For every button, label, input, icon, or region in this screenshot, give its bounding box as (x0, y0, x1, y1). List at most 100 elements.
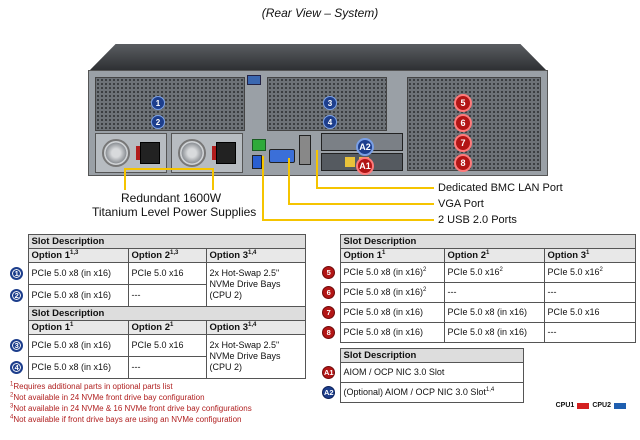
table-row: 6 PCIe 5.0 x8 (in x16)2 --- --- (318, 282, 636, 303)
table1-header-option1: Option 11,3 (27, 248, 129, 263)
usb-callout-vertical (262, 156, 264, 220)
table-row: A1 AIOM / OCP NIC 3.0 Slot (318, 362, 524, 383)
footnote-1: 1Requires additional parts in optional p… (10, 381, 173, 391)
table2-caption: Slot Description (27, 306, 306, 321)
slot-table-aiom: Slot Description A1 AIOM / OCP NIC 3.0 S… (318, 348, 524, 403)
slot-2-icon: 2 (10, 289, 24, 302)
legend-cpu1-swatch (577, 402, 590, 409)
slot-badge-2: 2 (151, 115, 165, 129)
table-row: A2 (Optional) AIOM / OCP NIC 3.0 Slot1,4 (318, 382, 524, 403)
slot-badge-8: 8 (454, 154, 472, 172)
table-row: 1 PCIe 5.0 x8 (in x16) PCIe 5.0 x16 2x H… (6, 262, 306, 307)
slot-table-1-2: Slot Description Option 11,3 Option 21,3… (6, 234, 306, 307)
table1-header-option3: Option 31,4 (205, 248, 306, 263)
psu1-fan-icon (102, 139, 130, 167)
table-row: 8 PCIe 5.0 x8 (in x16) PCIe 5.0 x8 (in x… (318, 322, 636, 343)
slot-badge-3: 3 (323, 96, 337, 110)
table-row: 7 PCIe 5.0 x8 (in x16) PCIe 5.0 x8 (in x… (318, 302, 636, 323)
bmc-lan-port (252, 139, 266, 151)
table3-cell: PCIe 5.0 x8 (in x16)2 (339, 262, 445, 283)
usb-label: 2 USB 2.0 Ports (438, 214, 517, 226)
table3-cell: --- (443, 282, 545, 303)
bmc-callout-horizontal (316, 187, 434, 189)
table3-cell: PCIe 5.0 x162 (543, 262, 636, 283)
slot-8-icon: 8 (322, 326, 336, 339)
table-row: 3 PCIe 5.0 x8 (in x16) PCIe 5.0 x16 2x H… (6, 334, 306, 379)
slot-5-icon: 5 (322, 266, 336, 279)
table1-caption: Slot Description (27, 234, 306, 249)
table2-header-option2: Option 21 (127, 320, 207, 335)
cpu-legend: CPU1 CPU2 (556, 402, 626, 409)
table3-cell: PCIe 5.0 x8 (in x16)2 (339, 282, 445, 303)
table2-cell: --- (127, 356, 207, 379)
service-tag (247, 75, 261, 85)
table2-header-option3: Option 31,4 (205, 320, 306, 335)
slot-badge-6: 6 (454, 114, 472, 132)
psu1-release-latch (136, 146, 140, 160)
footnote-2: 2Not available in 24 NVMe front drive ba… (10, 392, 205, 402)
table3-header-option1: Option 11 (339, 248, 445, 263)
table3-cell: --- (543, 322, 636, 343)
table3-cell: PCIe 5.0 x8 (in x16) (443, 322, 545, 343)
table3-header-option2: Option 21 (443, 248, 545, 263)
server-chassis-rear (88, 44, 548, 176)
slot-badge-4: 4 (323, 115, 337, 129)
footnote-4: 4Not available if front drive bays are u… (10, 414, 242, 424)
slot-badge-7: 7 (454, 134, 472, 152)
table2-cell: PCIe 5.0 x16 (127, 334, 207, 357)
slot-table-3-4: Slot Description Option 11 Option 21 Opt… (6, 306, 306, 379)
table3-cell: PCIe 5.0 x8 (in x16) (339, 302, 445, 323)
slot-7-icon: 7 (322, 306, 336, 319)
psu2-release-latch (212, 146, 216, 160)
table-row: 4 PCIe 5.0 x8 (in x16) --- (6, 356, 306, 379)
aiom-connector-1 (345, 157, 355, 167)
slot-a2-icon: A2 (322, 386, 336, 399)
chassis-top-cover (88, 44, 548, 72)
right-riser-grille (407, 77, 541, 171)
table3-cell: --- (543, 282, 636, 303)
table2-header-option1: Option 11 (27, 320, 129, 335)
footnote-3: 3Not available in 24 NVMe & 16 NVMe fron… (10, 403, 252, 413)
slot-4-icon: 4 (10, 361, 24, 374)
psu2-callout-line (212, 168, 214, 190)
power-supply-2 (171, 133, 243, 173)
table1-cell-option3-merged: 2x Hot-Swap 2.5" NVMe Drive Bays (CPU 2) (205, 262, 306, 307)
table2-cell: PCIe 5.0 x8 (in x16) (27, 356, 129, 379)
io-bracket (299, 135, 311, 165)
slot-badge-a2: A2 (356, 138, 374, 156)
psu-label-line1: Redundant 1600W (121, 191, 222, 205)
legend-cpu2-swatch (614, 402, 626, 409)
slot-badge-a1: A1 (356, 157, 374, 175)
vga-callout-horizontal (288, 203, 434, 205)
table1-cell: PCIe 5.0 x8 (in x16) (27, 284, 129, 307)
table4-cell: (Optional) AIOM / OCP NIC 3.0 Slot1,4 (339, 382, 524, 403)
slot-table-5-8: Slot Description Option 11 Option 21 Opt… (318, 234, 636, 343)
table4-cell: AIOM / OCP NIC 3.0 Slot (339, 362, 524, 383)
table3-cell: PCIe 5.0 x8 (in x16) (443, 302, 545, 323)
psu-label-line2: Titanium Level Power Supplies (92, 205, 257, 219)
table2-cell-option3-merged: 2x Hot-Swap 2.5" NVMe Drive Bays (CPU 2) (205, 334, 306, 379)
table1-header-option2: Option 21,3 (127, 248, 207, 263)
table-row: 5 PCIe 5.0 x8 (in x16)2 PCIe 5.0 x162 PC… (318, 262, 636, 283)
psu-callout-bridge (124, 168, 214, 170)
table3-cell: PCIe 5.0 x162 (443, 262, 545, 283)
psu2-power-inlet (216, 142, 236, 164)
legend-cpu1-label: CPU1 (555, 402, 575, 409)
psu2-fan-icon (178, 139, 206, 167)
legend-cpu2-label: CPU2 (592, 402, 611, 409)
bmc-callout-vertical (316, 150, 318, 188)
psu1-power-inlet (140, 142, 160, 164)
usb-callout-horizontal (262, 219, 434, 221)
table2-cell: PCIe 5.0 x8 (in x16) (27, 334, 129, 357)
slot-1-icon: 1 (10, 267, 24, 280)
slot-badge-1: 1 (151, 96, 165, 110)
table3-cell: PCIe 5.0 x8 (in x16) (339, 322, 445, 343)
left-riser-grille (95, 77, 245, 131)
table4-caption: Slot Description (339, 348, 524, 363)
table1-cell: PCIe 5.0 x16 (127, 262, 207, 285)
vga-label: VGA Port (438, 198, 484, 210)
table3-caption: Slot Description (339, 234, 636, 249)
vga-callout-vertical (288, 158, 290, 204)
bmc-label: Dedicated BMC LAN Port (438, 182, 563, 194)
footnotes: 1Requires additional parts in optional p… (10, 381, 252, 425)
